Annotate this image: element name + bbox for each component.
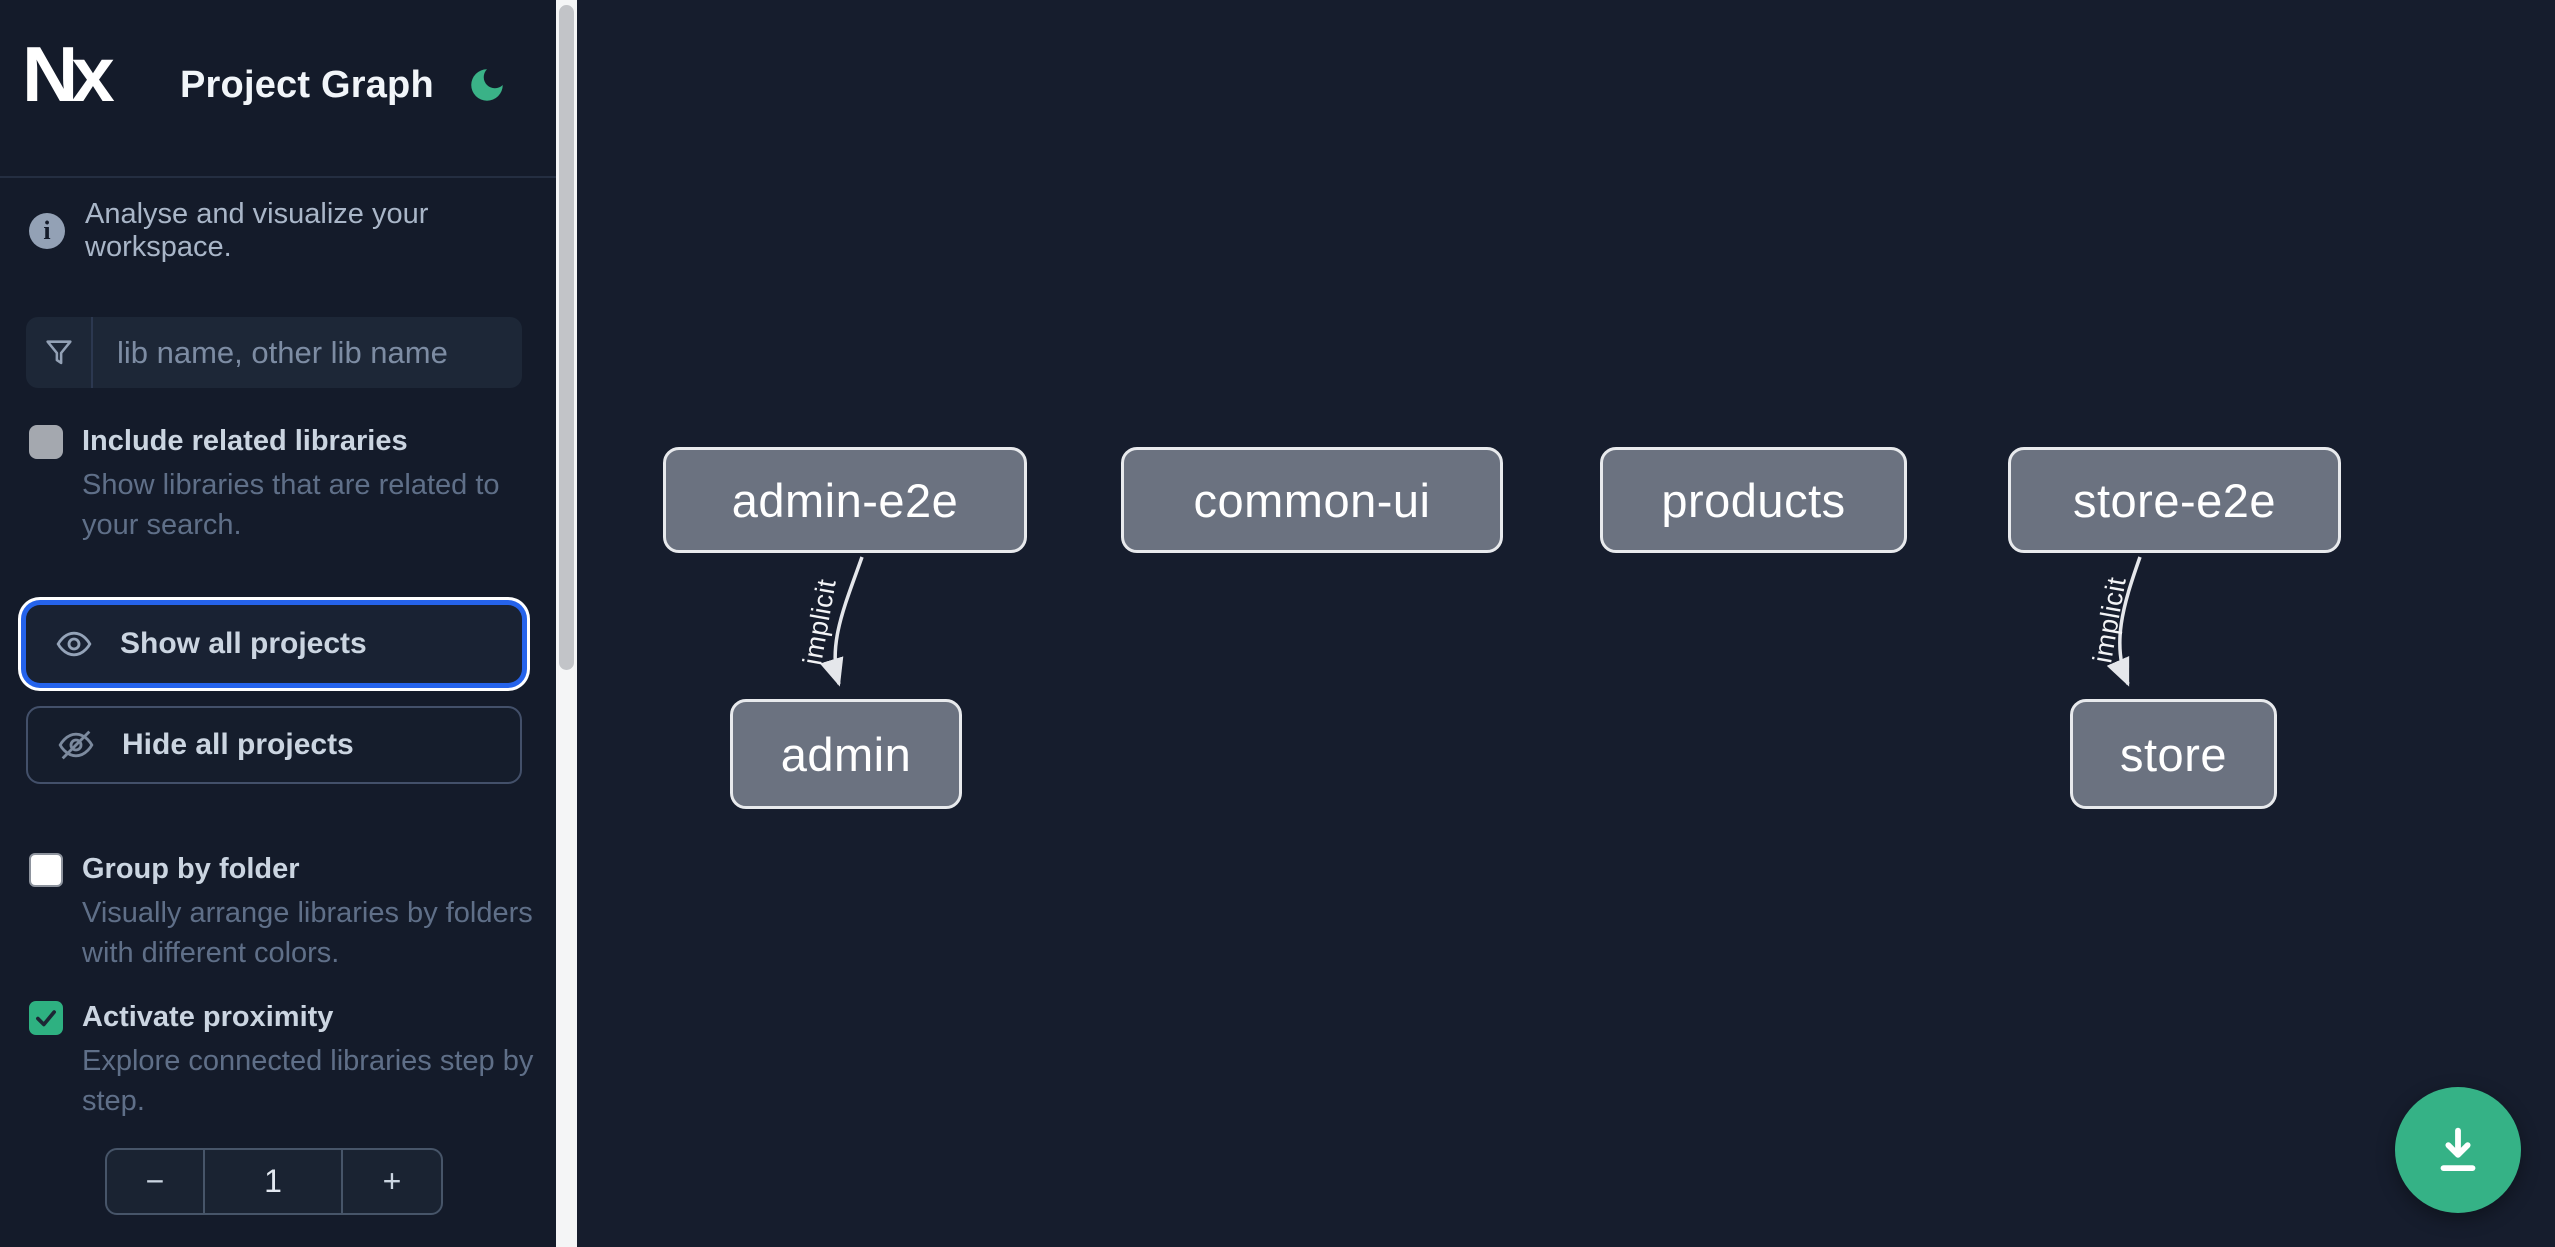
download-image-button[interactable] [2395, 1087, 2521, 1213]
filter-search [26, 317, 540, 388]
sidebar: Nx Project Graph i Analyse and visualize… [0, 0, 556, 1247]
include-related-label[interactable]: Include related libraries [82, 425, 408, 457]
node-store-e2e[interactable]: store-e2e [2008, 447, 2341, 553]
group-by-folder-label[interactable]: Group by folder [82, 853, 300, 885]
group-by-folder-checkbox[interactable] [29, 853, 63, 887]
proximity-depth-value[interactable]: 1 [264, 1163, 282, 1199]
download-icon [2440, 1127, 2476, 1172]
info-icon: i [29, 213, 65, 249]
page-title: Project Graph [180, 64, 434, 106]
edge-store-e2e-to-store[interactable] [2106, 556, 2142, 687]
sidebar-scrollbar-track[interactable] [556, 0, 577, 1247]
include-related-checkbox[interactable] [29, 425, 63, 459]
hide-all-projects-label: Hide all projects [122, 728, 354, 761]
node-products[interactable]: products [1600, 447, 1907, 553]
eye-icon [56, 631, 92, 657]
node-store[interactable]: store [2070, 699, 2277, 809]
funnel-icon [26, 317, 93, 388]
show-all-projects-button[interactable]: Show all projects [26, 605, 522, 683]
check-icon [36, 1010, 56, 1027]
hide-all-projects-button[interactable]: Hide all projects [26, 706, 522, 784]
node-common-ui[interactable]: common-ui [1121, 447, 1503, 553]
show-all-projects-label: Show all projects [120, 627, 367, 660]
node-admin[interactable]: admin [730, 699, 962, 809]
tagline-text: Analyse and visualize your workspace. [85, 198, 429, 263]
proximity-depth-stepper: − 1 + [105, 1148, 443, 1215]
sidebar-header: Nx Project Graph [0, 0, 556, 178]
workspace-info: i Analyse and visualize your workspace. [29, 198, 529, 264]
increment-button[interactable]: + [341, 1150, 441, 1213]
activate-proximity-description: Explore connected libraries step by step… [82, 1045, 534, 1117]
edge-layer [819, 556, 2142, 687]
node-admin-e2e[interactable]: admin-e2e [663, 447, 1027, 553]
nx-logo: Nx [22, 30, 115, 118]
group-by-folder-description: Visually arrange libraries by folders wi… [82, 897, 533, 969]
dark-mode-moon-icon[interactable] [466, 64, 508, 106]
edge-admin-e2e-to-admin[interactable] [819, 556, 864, 687]
decrement-button[interactable]: − [107, 1150, 205, 1213]
include-related-description: Show libraries that are related to your … [82, 469, 500, 541]
header-divider [0, 176, 556, 178]
sidebar-scrollbar-thumb[interactable] [559, 5, 574, 670]
activate-proximity-checkbox[interactable] [29, 1001, 63, 1035]
activate-proximity-label[interactable]: Activate proximity [82, 1001, 334, 1033]
graph-canvas[interactable]: implicit implicit admin-e2e common-ui pr… [577, 0, 2555, 1247]
search-input[interactable] [93, 317, 540, 388]
eye-off-icon [58, 730, 94, 760]
